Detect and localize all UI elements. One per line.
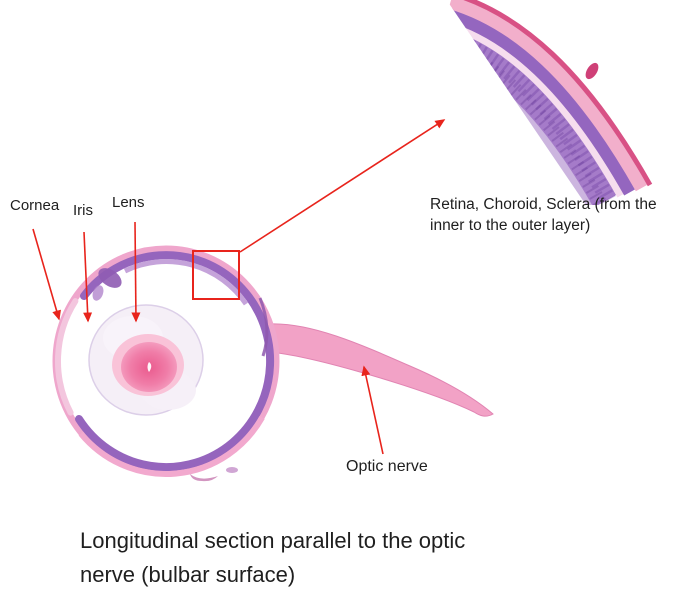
- inset-caption: Retina, Choroid, Sclera (from the inner …: [430, 194, 657, 236]
- retina-inner-light-band: [123, 259, 249, 306]
- red-annotations: [32, 119, 446, 455]
- figure-caption-line-1: Longitudinal section parallel to the opt…: [80, 528, 466, 553]
- inset-sclera-layer: [448, 0, 648, 192]
- lens-arrow: [131, 221, 141, 323]
- inset-micrograph: [448, 0, 653, 205]
- inset-outer-rim: [452, 0, 653, 187]
- iris-label: Iris: [73, 202, 93, 219]
- optic-nerve-label: Optic nerve: [346, 458, 428, 475]
- cornea-arrow: [32, 228, 61, 321]
- inset-nuclear-speckle-texture: [448, 28, 616, 204]
- figure-caption: Longitudinal section parallel to the opt…: [80, 524, 465, 592]
- tissue-fragment-bottom-2: [226, 467, 238, 473]
- eyeball-micrograph: [52, 245, 280, 482]
- lens-structure: [88, 304, 204, 416]
- figure-caption-line-2: nerve (bulbar surface): [80, 562, 296, 587]
- iris-root-clump: [92, 285, 104, 301]
- inset-caption-line-2: inner to the outer layer): [430, 217, 591, 234]
- lens-label: Lens: [112, 194, 145, 211]
- nerve-head-strand: [258, 297, 269, 357]
- optic-nerve-arrow: [361, 365, 384, 455]
- retina-choroid-ring: [75, 251, 275, 472]
- zoom-region-rectangle: [192, 250, 240, 300]
- inset-caption-line-1: Retina, Choroid, Sclera (from the: [430, 196, 657, 213]
- lens-artifact-crack: [147, 362, 152, 372]
- zoom-callout-arrow: [239, 119, 446, 253]
- inset-choroid-layer: [448, 7, 637, 196]
- cornea-label: Cornea: [10, 197, 60, 214]
- optic-nerve-shape: [268, 323, 494, 417]
- inset-rim-blood-vessel: [585, 62, 599, 80]
- sclera-bottom-band: [78, 416, 265, 477]
- iris-arrow: [83, 231, 93, 323]
- ciliary-body-clump: [98, 268, 122, 288]
- cornea-band: [55, 298, 79, 416]
- tissue-fragment-bottom: [190, 474, 218, 482]
